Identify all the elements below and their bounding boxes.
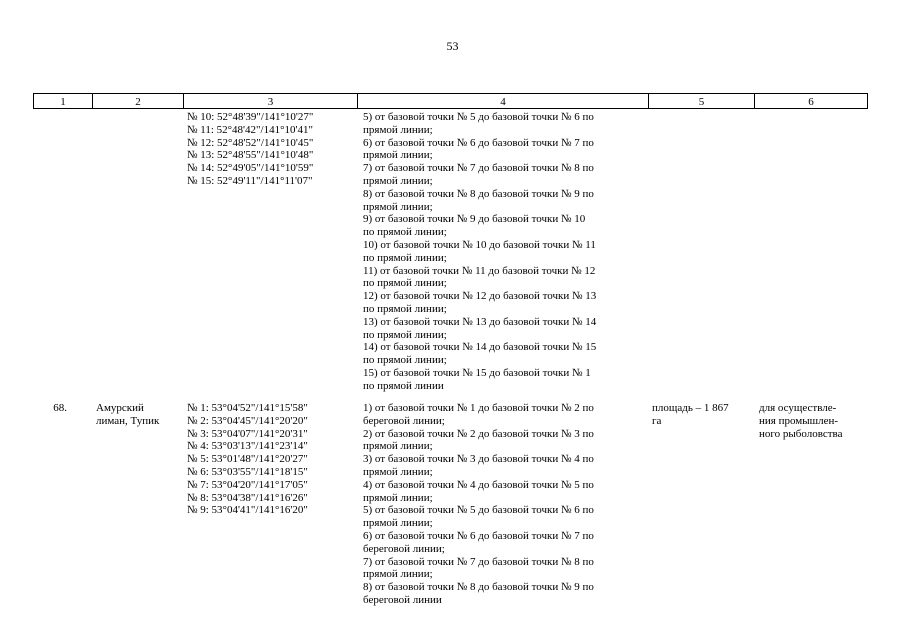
boundary-line: 12) от базовой точки № 12 до базовой точ… bbox=[363, 290, 597, 303]
boundary-line: 13) от базовой точки № 13 до базовой точ… bbox=[363, 315, 597, 328]
boundary-line: по прямой линии; bbox=[363, 251, 447, 264]
header-col-2: 2 bbox=[92, 94, 183, 108]
boundary-description-cell: 5) от базовой точки № 5 до базовой точки… bbox=[363, 111, 648, 393]
boundary-line: прямой линии; bbox=[363, 123, 433, 136]
area-line: площадь – 1 867 bbox=[652, 402, 729, 414]
header-col-4: 4 bbox=[357, 94, 648, 108]
boundary-line: по прямой линии; bbox=[363, 226, 447, 239]
row-number: 68. bbox=[33, 402, 91, 415]
site-name-line: Амурский bbox=[96, 402, 144, 414]
boundary-line: 9) от базовой точки № 9 до базовой точки… bbox=[363, 213, 586, 226]
boundary-line: по прямой линии bbox=[363, 379, 444, 392]
area-cell: площадь – 1 867 га bbox=[652, 402, 752, 428]
boundary-line: 8) от базовой точки № 8 до базовой точки… bbox=[363, 581, 594, 594]
boundary-line: 6) от базовой точки № 6 до базовой точки… bbox=[363, 136, 594, 149]
site-name-line: лиман, Тупик bbox=[96, 414, 160, 427]
coordinate-line: № 15: 52°49'11"/141°11'07" bbox=[187, 174, 313, 187]
boundary-line: прямой линии; bbox=[363, 440, 433, 453]
boundary-line: прямой линии; bbox=[363, 517, 433, 530]
boundary-line: 11) от базовой точки № 11 до базовой точ… bbox=[363, 264, 596, 277]
row-number-text: 68. bbox=[53, 402, 67, 414]
boundary-line: 14) от базовой точки № 14 до базовой точ… bbox=[363, 341, 597, 354]
boundary-line: 2) от базовой точки № 2 до базовой точки… bbox=[363, 427, 594, 440]
coordinate-line: № 5: 53°01'48"/141°20'27" bbox=[187, 453, 308, 466]
coordinate-line: № 8: 53°04'38"/141°16'26" bbox=[187, 491, 308, 504]
boundary-line: прямой линии; bbox=[363, 491, 433, 504]
site-name-cell: Амурский лиман, Тупик bbox=[96, 402, 186, 428]
coordinate-line: № 3: 53°04'07"/141°20'31" bbox=[187, 427, 308, 440]
area-line: га bbox=[652, 414, 662, 427]
coordinate-line: № 9: 53°04'41"/141°16'20" bbox=[187, 504, 308, 517]
boundary-line: по прямой линии; bbox=[363, 354, 447, 367]
boundary-line: 7) от базовой точки № 7 до базовой точки… bbox=[363, 555, 594, 568]
coordinate-line: № 2: 53°04'45"/141°20'20" bbox=[187, 414, 308, 427]
document-table: 1 2 3 4 5 6 № 10: 52°48'39"/141°10'27" №… bbox=[33, 93, 868, 606]
boundary-line: 4) от базовой точки № 4 до базовой точки… bbox=[363, 478, 594, 491]
coordinate-line: № 7: 53°04'20"/141°17'05" bbox=[187, 478, 308, 491]
boundary-line: 6) от базовой точки № 6 до базовой точки… bbox=[363, 529, 594, 542]
boundary-line: по прямой линии; bbox=[363, 328, 447, 341]
boundary-line: береговой линии; bbox=[363, 542, 445, 555]
boundary-line: прямой линии; bbox=[363, 568, 433, 581]
boundary-line: 1) от базовой точки № 1 до базовой точки… bbox=[363, 402, 594, 414]
purpose-line: ного рыболовства bbox=[759, 427, 843, 440]
purpose-cell: для осуществле- ния промышлен- ного рыбо… bbox=[759, 402, 869, 440]
header-col-6: 6 bbox=[754, 94, 867, 108]
coordinate-line: № 13: 52°48'55"/141°10'48" bbox=[187, 149, 314, 162]
header-col-5: 5 bbox=[648, 94, 754, 108]
boundary-line: береговой линии bbox=[363, 593, 442, 606]
table-row-68: 68. Амурский лиман, Тупик № 1: 53°04'52"… bbox=[33, 402, 868, 622]
boundary-description-cell: 1) от базовой точки № 1 до базовой точки… bbox=[363, 402, 648, 607]
table-header-row: 1 2 3 4 5 6 bbox=[33, 93, 868, 109]
boundary-line: по прямой линии; bbox=[363, 302, 447, 315]
boundary-line: по прямой линии; bbox=[363, 277, 447, 290]
coordinates-cell: № 1: 53°04'52"/141°15'58" № 2: 53°04'45"… bbox=[187, 402, 357, 517]
boundary-line: 8) от базовой точки № 8 до базовой точки… bbox=[363, 187, 594, 200]
coordinate-line: № 6: 53°03'55"/141°18'15" bbox=[187, 465, 308, 478]
purpose-line: ния промышлен- bbox=[759, 414, 839, 427]
boundary-line: 15) от базовой точки № 15 до базовой точ… bbox=[363, 366, 591, 379]
boundary-line: 5) от базовой точки № 5 до базовой точки… bbox=[363, 111, 594, 123]
boundary-line: прямой линии; bbox=[363, 149, 433, 162]
coordinate-line: № 12: 52°48'52"/141°10'45" bbox=[187, 136, 314, 149]
boundary-line: прямой линии; bbox=[363, 174, 433, 187]
boundary-line: 7) от базовой точки № 7 до базовой точки… bbox=[363, 162, 594, 175]
coordinate-line: № 10: 52°48'39"/141°10'27" bbox=[187, 111, 314, 123]
page-number: 53 bbox=[446, 39, 459, 53]
coordinate-line: № 11: 52°48'42"/141°10'41" bbox=[187, 123, 313, 136]
coordinates-cell: № 10: 52°48'39"/141°10'27" № 11: 52°48'4… bbox=[187, 111, 357, 188]
header-col-1: 1 bbox=[60, 96, 66, 108]
boundary-line: береговой линии; bbox=[363, 414, 445, 427]
boundary-line: 10) от базовой точки № 10 до базовой точ… bbox=[363, 238, 596, 251]
boundary-line: прямой линии; bbox=[363, 200, 433, 213]
boundary-line: 3) от базовой точки № 3 до базовой точки… bbox=[363, 453, 594, 466]
table-row-continuation: № 10: 52°48'39"/141°10'27" № 11: 52°48'4… bbox=[33, 111, 868, 396]
boundary-line: прямой линии; bbox=[363, 465, 433, 478]
coordinate-line: № 14: 52°49'05"/141°10'59" bbox=[187, 162, 314, 175]
header-col-3: 3 bbox=[183, 94, 357, 108]
coordinate-line: № 1: 53°04'52"/141°15'58" bbox=[187, 402, 308, 414]
purpose-line: для осуществле- bbox=[759, 402, 837, 414]
coordinate-line: № 4: 53°03'13"/141°23'14" bbox=[187, 440, 308, 453]
boundary-line: 5) от базовой точки № 5 до базовой точки… bbox=[363, 504, 594, 517]
